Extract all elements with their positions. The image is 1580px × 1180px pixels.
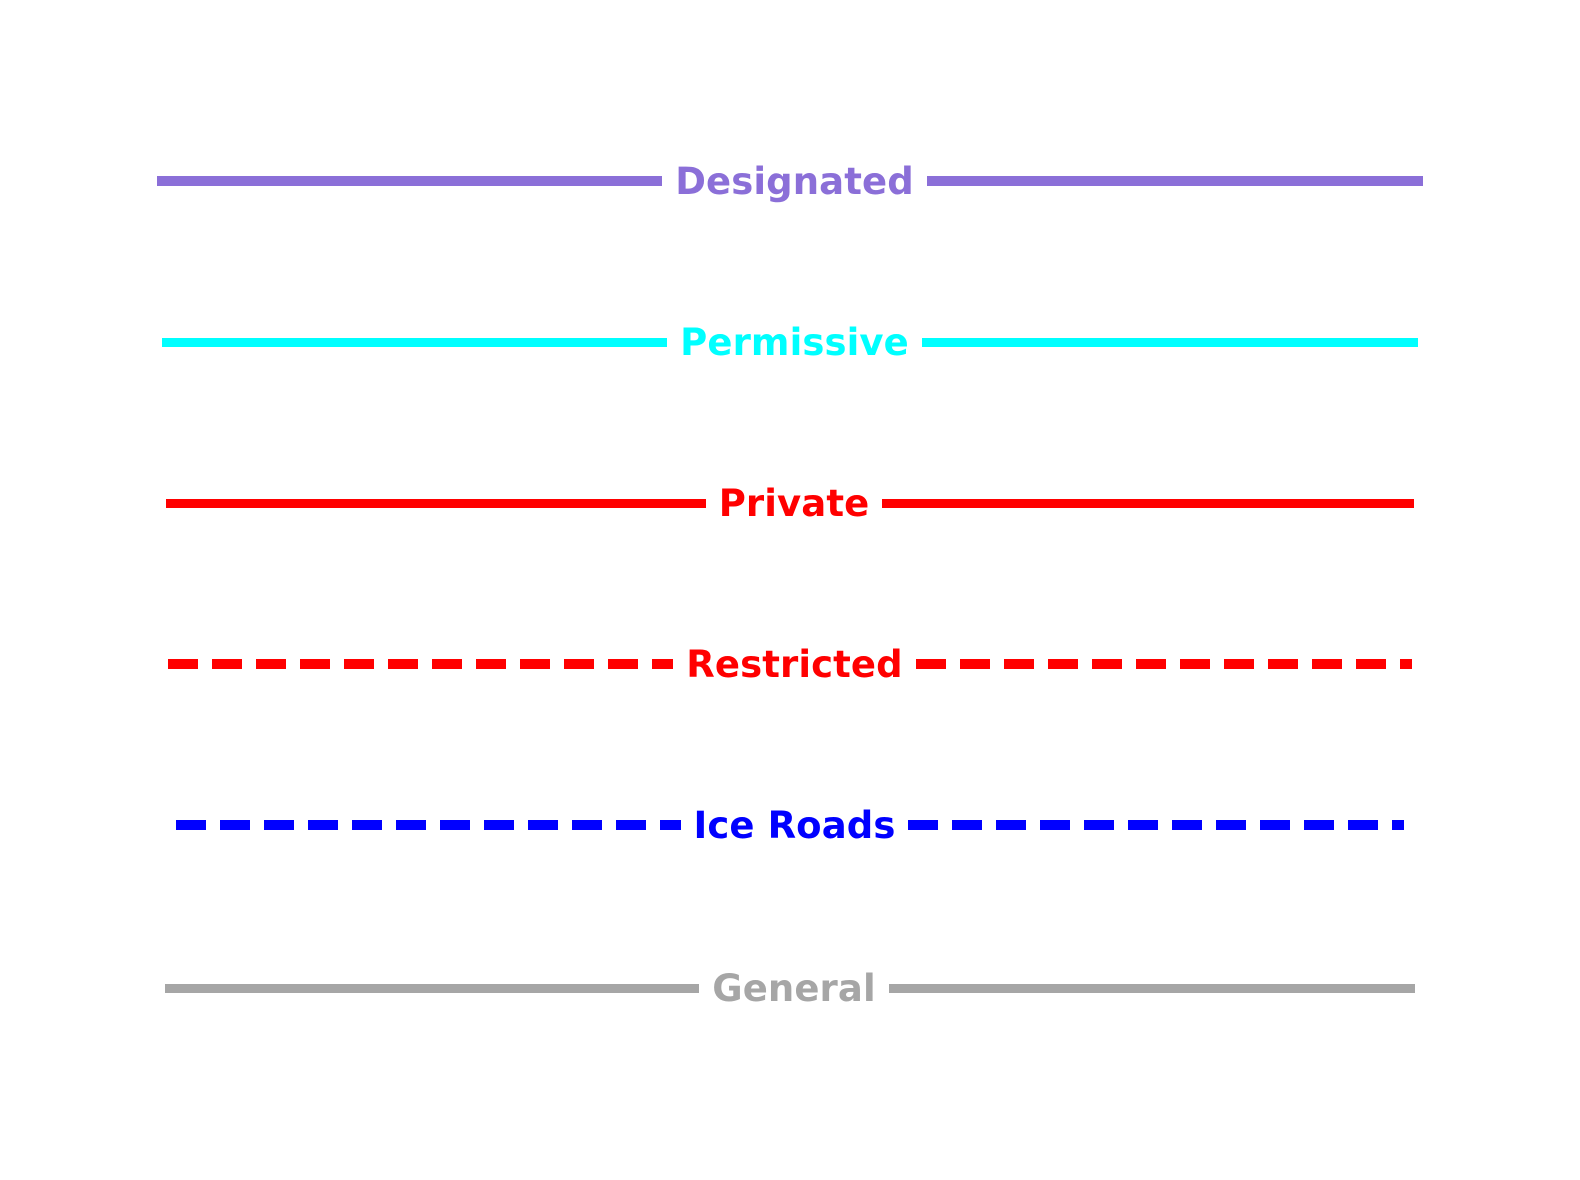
legend-label-designated: Designated <box>675 159 914 203</box>
legend-line-sample-left-restricted <box>168 659 674 669</box>
legend-line-sample-left-general <box>165 983 700 993</box>
legend-entry-ice-roads[interactable]: Ice Roads <box>0 797 1580 853</box>
legend-label-permissive: Permissive <box>680 320 909 364</box>
legend-label-restricted: Restricted <box>686 642 903 686</box>
legend-entry-designated[interactable]: Designated <box>0 153 1580 209</box>
legend-line-sample-left-ice-roads <box>175 820 681 830</box>
legend-line-sample-left-designated <box>157 176 663 186</box>
legend-line-sample-right-permissive <box>921 337 1418 347</box>
legend-line-sample-right-private <box>882 498 1415 508</box>
legend-line-sample-right-restricted <box>915 659 1412 669</box>
legend-line-sample-left-permissive <box>162 337 668 347</box>
legend-entry-general[interactable]: General <box>0 960 1580 1016</box>
legend-entry-restricted[interactable]: Restricted <box>0 636 1580 692</box>
legend-line-sample-right-designated <box>926 176 1423 186</box>
legend-line-sample-left-private <box>165 498 706 508</box>
legend-line-sample-right-ice-roads <box>908 820 1405 830</box>
legend-label-general: General <box>712 966 876 1010</box>
legend-entry-permissive[interactable]: Permissive <box>0 314 1580 370</box>
legend-label-private: Private <box>718 481 870 525</box>
legend-label-ice-roads: Ice Roads <box>693 803 896 847</box>
legend-line-sample-right-general <box>888 983 1415 993</box>
legend-entry-private[interactable]: Private <box>0 475 1580 531</box>
